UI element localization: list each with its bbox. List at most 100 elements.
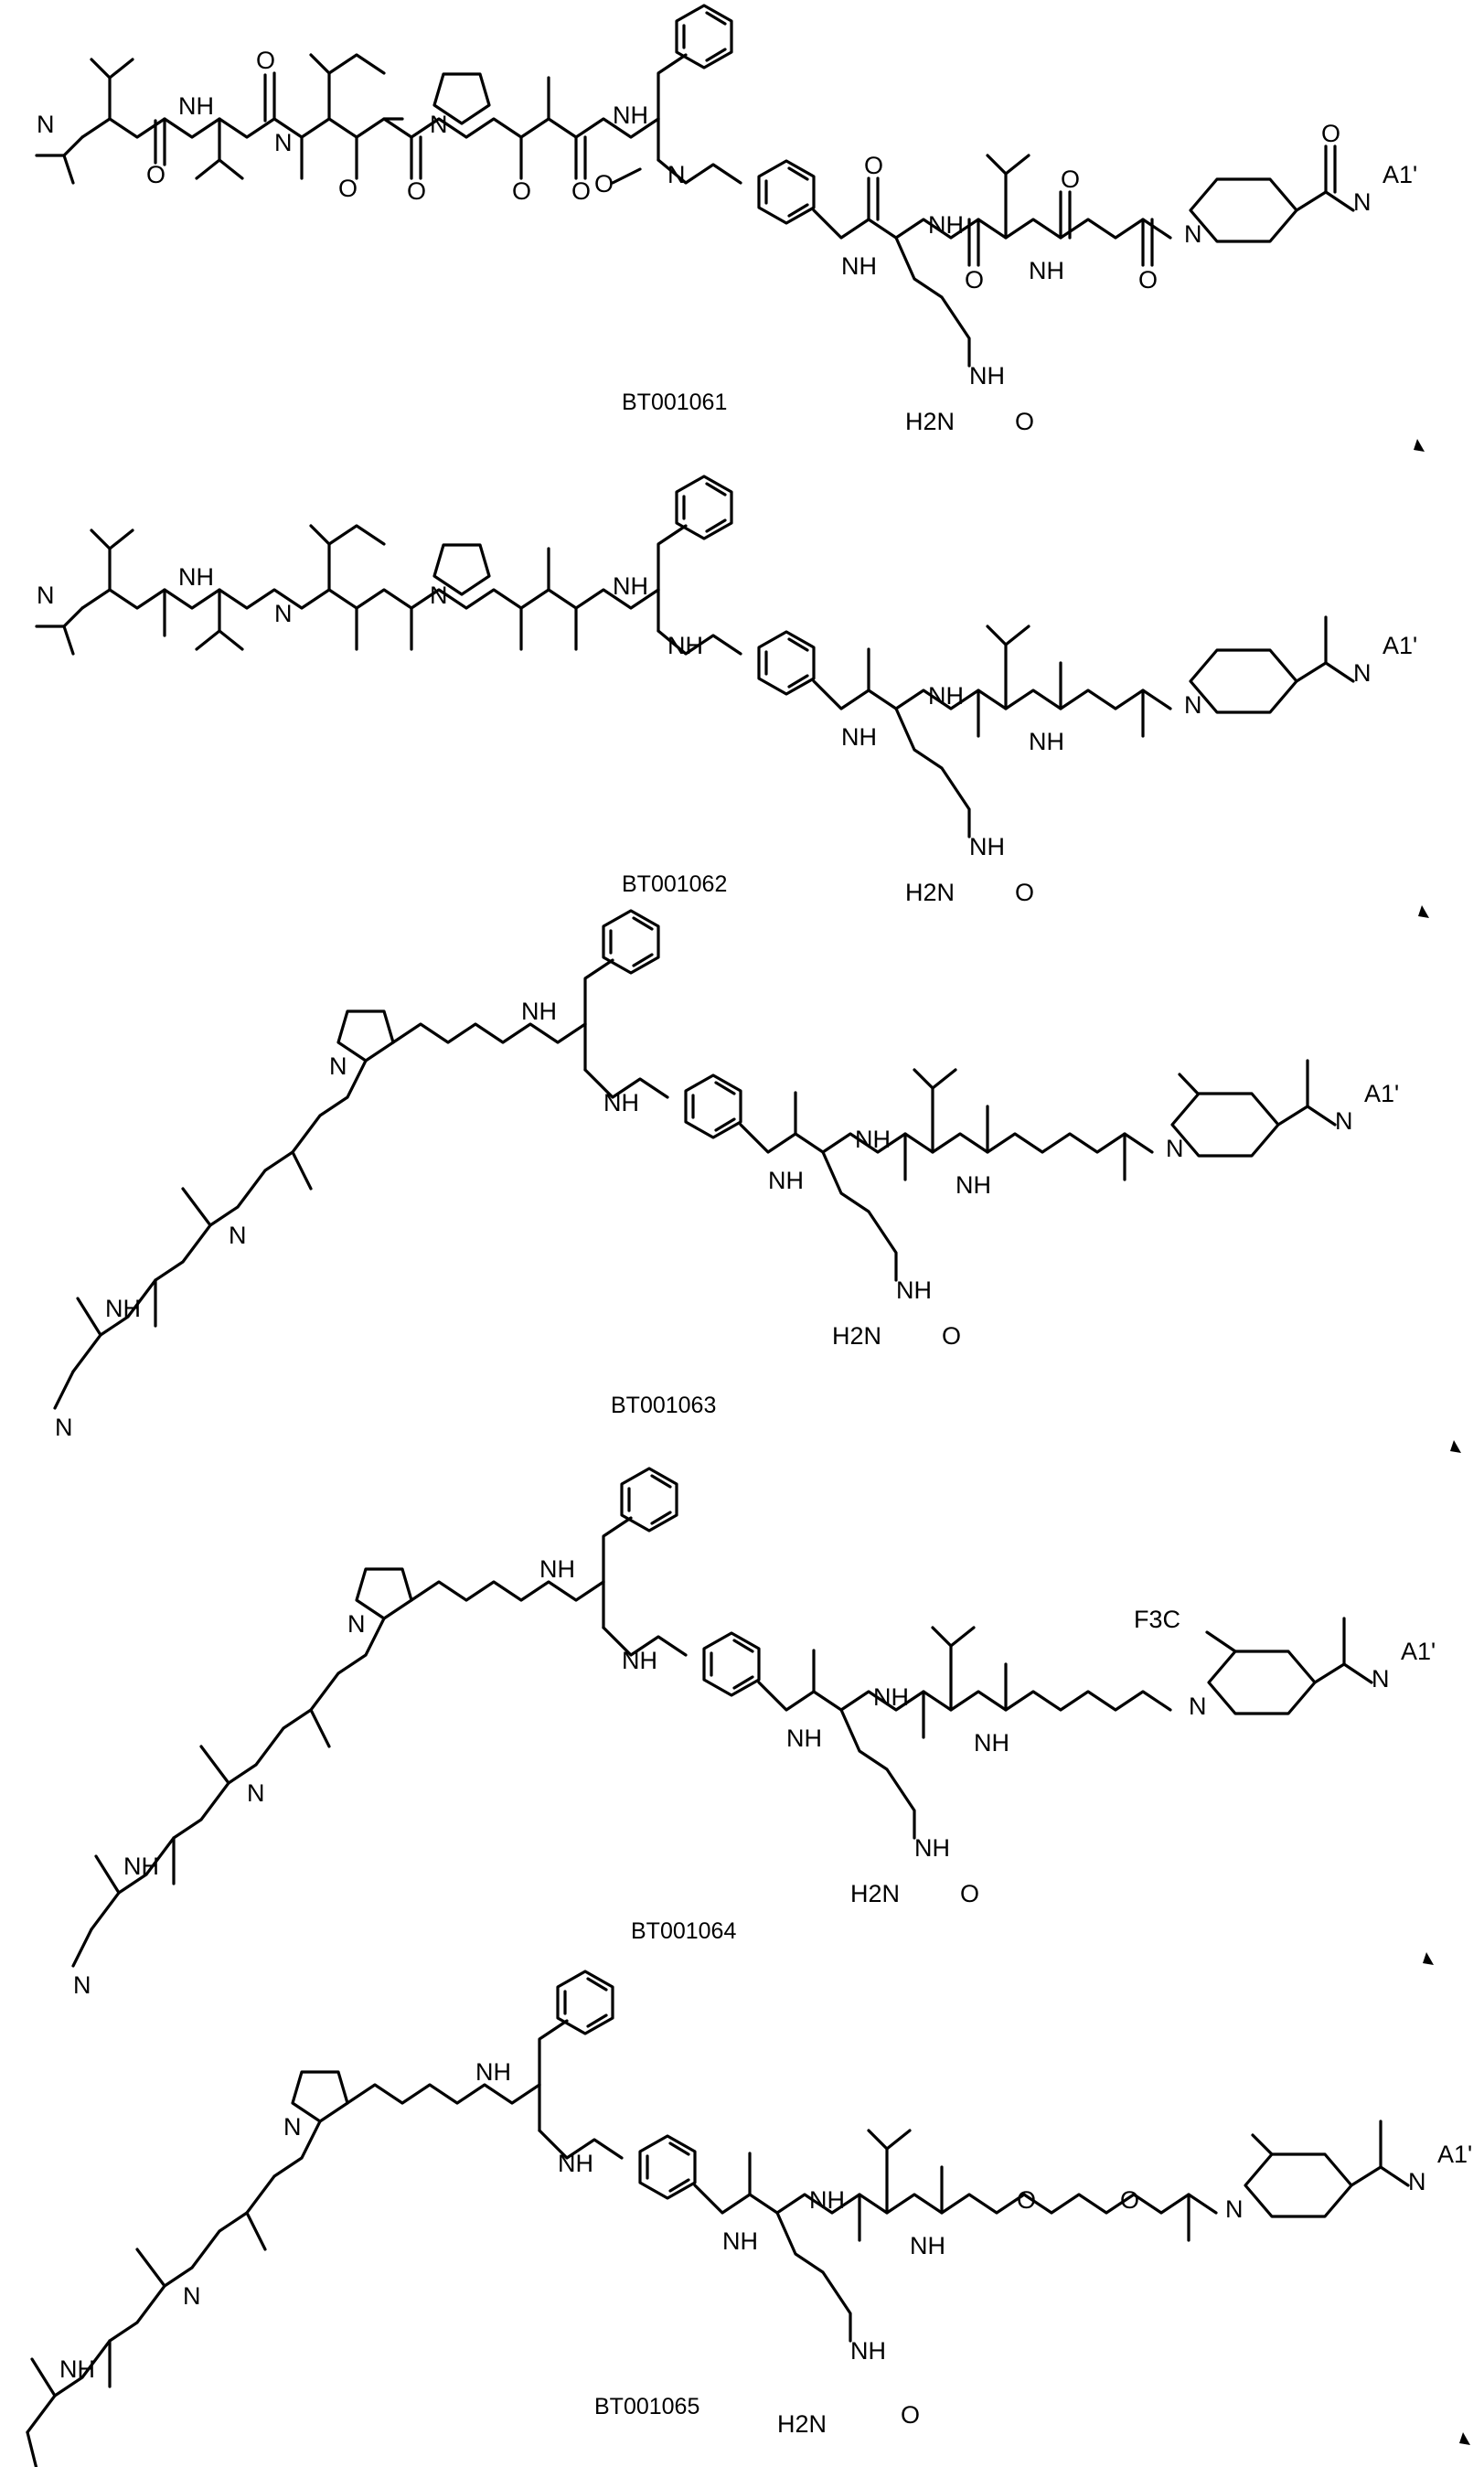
atom-o-7: O xyxy=(965,266,984,294)
atom-nh-6: NH xyxy=(105,1295,141,1322)
compound-caption: BT001065 xyxy=(594,2394,699,2419)
separator-mark xyxy=(1423,1952,1434,1965)
atom-nh-1: NH xyxy=(475,2058,511,2086)
atom-o-methoxy-1: O xyxy=(338,175,358,202)
atom-h2n: H2N xyxy=(832,1322,881,1350)
atom-n-piperidine: N xyxy=(1189,1693,1207,1720)
separator-mark xyxy=(1418,905,1429,918)
atom-o-8: O xyxy=(1061,166,1080,193)
atom-nh-urea: NH xyxy=(850,2337,886,2365)
compound-caption: BT001064 xyxy=(631,1918,736,1944)
atom-n-methyl: N xyxy=(274,600,293,627)
atom-n-methyl: N xyxy=(183,2282,201,2310)
compound-bt001062: N NH N N NH NH NH NH NH N N A1' NH H2N O… xyxy=(37,476,1429,918)
atom-n-piperidine: N xyxy=(1184,691,1202,719)
atom-o-ether-2: O xyxy=(1120,2186,1139,2214)
separator-mark xyxy=(1414,439,1425,452)
atom-o-urea: O xyxy=(942,1322,961,1350)
compound-bt001065: N NH NH NH NH NH O O N N A1' N NH N NH H… xyxy=(27,1971,1472,2467)
atom-nh-3: NH xyxy=(841,252,877,280)
atom-nh-5: NH xyxy=(956,1171,991,1199)
atom-o-urea: O xyxy=(1015,408,1034,435)
atom-h2n: H2N xyxy=(850,1880,900,1907)
atom-n-pyrrolidine: N xyxy=(329,1052,347,1080)
atom-nh-5: NH xyxy=(1029,257,1064,284)
atom-n-pyrrolidine: N xyxy=(347,1610,366,1638)
atom-nh-4: NH xyxy=(855,1126,891,1153)
atom-nh-4: NH xyxy=(873,1683,909,1711)
atom-nh-4: NH xyxy=(928,211,964,239)
terminal-label: A1' xyxy=(1437,2141,1472,2168)
atom-n-pyrrolidine: N xyxy=(430,111,448,138)
atom-nh-1: NH xyxy=(178,92,214,120)
separator-mark xyxy=(1450,1440,1461,1453)
atom-n-methyl: N xyxy=(247,1779,265,1807)
atom-nh-2: NH xyxy=(603,1089,639,1116)
atom-h2n: H2N xyxy=(905,408,955,435)
atom-nh-6: NH xyxy=(123,1853,159,1880)
atom-o-methoxy-2: O xyxy=(512,177,531,205)
atom-h2n: H2N xyxy=(905,879,955,906)
atom-nh-3: NH xyxy=(722,2227,758,2255)
atom-nh-3: NH xyxy=(667,632,703,659)
atom-o-9: O xyxy=(1138,266,1158,294)
compound-bt001064: N NH NH NH NH NH N F3C N A1' N NH N NH H… xyxy=(73,1468,1436,1999)
atom-n-dimethyl: N xyxy=(55,1414,73,1441)
atom-n-methyl: N xyxy=(274,129,293,156)
atom-n-piperidine: N xyxy=(1225,2195,1244,2223)
compound-bt001061: N NH O N O O O N O O NH O N NH O NH O NH… xyxy=(37,5,1425,452)
atom-nh-urea: NH xyxy=(914,1834,950,1862)
atom-n-pyrrolidine: N xyxy=(430,582,448,609)
atom-n-dimethyl: N xyxy=(37,111,55,138)
compound-bt001063: N NH NH NH NH NH N N A1' N NH N NH H2N O… xyxy=(55,911,1461,1453)
compound-caption: BT001063 xyxy=(611,1393,716,1418)
atom-o-6: O xyxy=(864,152,883,179)
atom-o-3: O xyxy=(407,177,426,205)
atom-nh-3: NH xyxy=(768,1167,804,1194)
atom-nh-1: NH xyxy=(178,563,214,591)
terminal-label: A1' xyxy=(1383,632,1417,659)
terminal-label: A1' xyxy=(1364,1080,1399,1107)
atom-nh-5: NH xyxy=(928,682,964,710)
atom-nh-4: NH xyxy=(841,723,877,751)
atom-o-ether-1: O xyxy=(1017,2186,1036,2214)
atom-n-terminal: N xyxy=(1372,1665,1390,1693)
atom-o-10: O xyxy=(1321,120,1340,147)
atom-n-terminal: N xyxy=(1353,659,1372,687)
atom-n-methyl: N xyxy=(229,1222,247,1249)
compound-caption: BT001062 xyxy=(622,871,727,897)
atom-n-dimethyl: N xyxy=(37,582,55,609)
atom-nh-4: NH xyxy=(809,2186,845,2214)
atom-n-terminal: N xyxy=(1408,2168,1426,2195)
atom-nh-urea: NH xyxy=(969,833,1005,860)
atom-o-2: O xyxy=(256,47,275,74)
atom-o-urea: O xyxy=(1015,879,1034,906)
atom-nh-urea: NH xyxy=(896,1276,932,1304)
atom-nh-2: NH xyxy=(613,101,648,129)
separator-mark xyxy=(1459,2432,1470,2445)
atom-nh-6: NH xyxy=(1029,728,1064,755)
atom-nh-5: NH xyxy=(910,2232,945,2259)
atom-nh-2: NH xyxy=(558,2150,593,2177)
atom-nh-1: NH xyxy=(521,998,557,1025)
atom-nh-2: NH xyxy=(613,572,648,600)
atom-n-piperidine: N xyxy=(1184,220,1202,248)
atom-o-urea: O xyxy=(960,1880,979,1907)
atom-nh-urea: NH xyxy=(969,362,1005,390)
atom-h2n: H2N xyxy=(777,2410,827,2438)
atom-n-piperidine: N xyxy=(1166,1135,1184,1162)
atom-nh-5: NH xyxy=(974,1729,1009,1757)
atom-nh-3: NH xyxy=(786,1725,822,1752)
atom-n-pyrrolidine: N xyxy=(283,2113,302,2141)
terminal-label: A1' xyxy=(1383,161,1417,188)
atom-n-terminal: N xyxy=(1335,1107,1353,1135)
atom-nh-2: NH xyxy=(622,1647,657,1674)
atom-o-urea: O xyxy=(901,2401,920,2429)
terminal-label: A1' xyxy=(1401,1638,1436,1665)
atom-n-methyl-2: N xyxy=(667,161,686,188)
substituent-f3c: F3C xyxy=(1134,1606,1180,1633)
atom-nh-1: NH xyxy=(539,1555,575,1583)
compound-caption: BT001061 xyxy=(622,390,727,415)
atom-o-4: O xyxy=(571,177,591,205)
